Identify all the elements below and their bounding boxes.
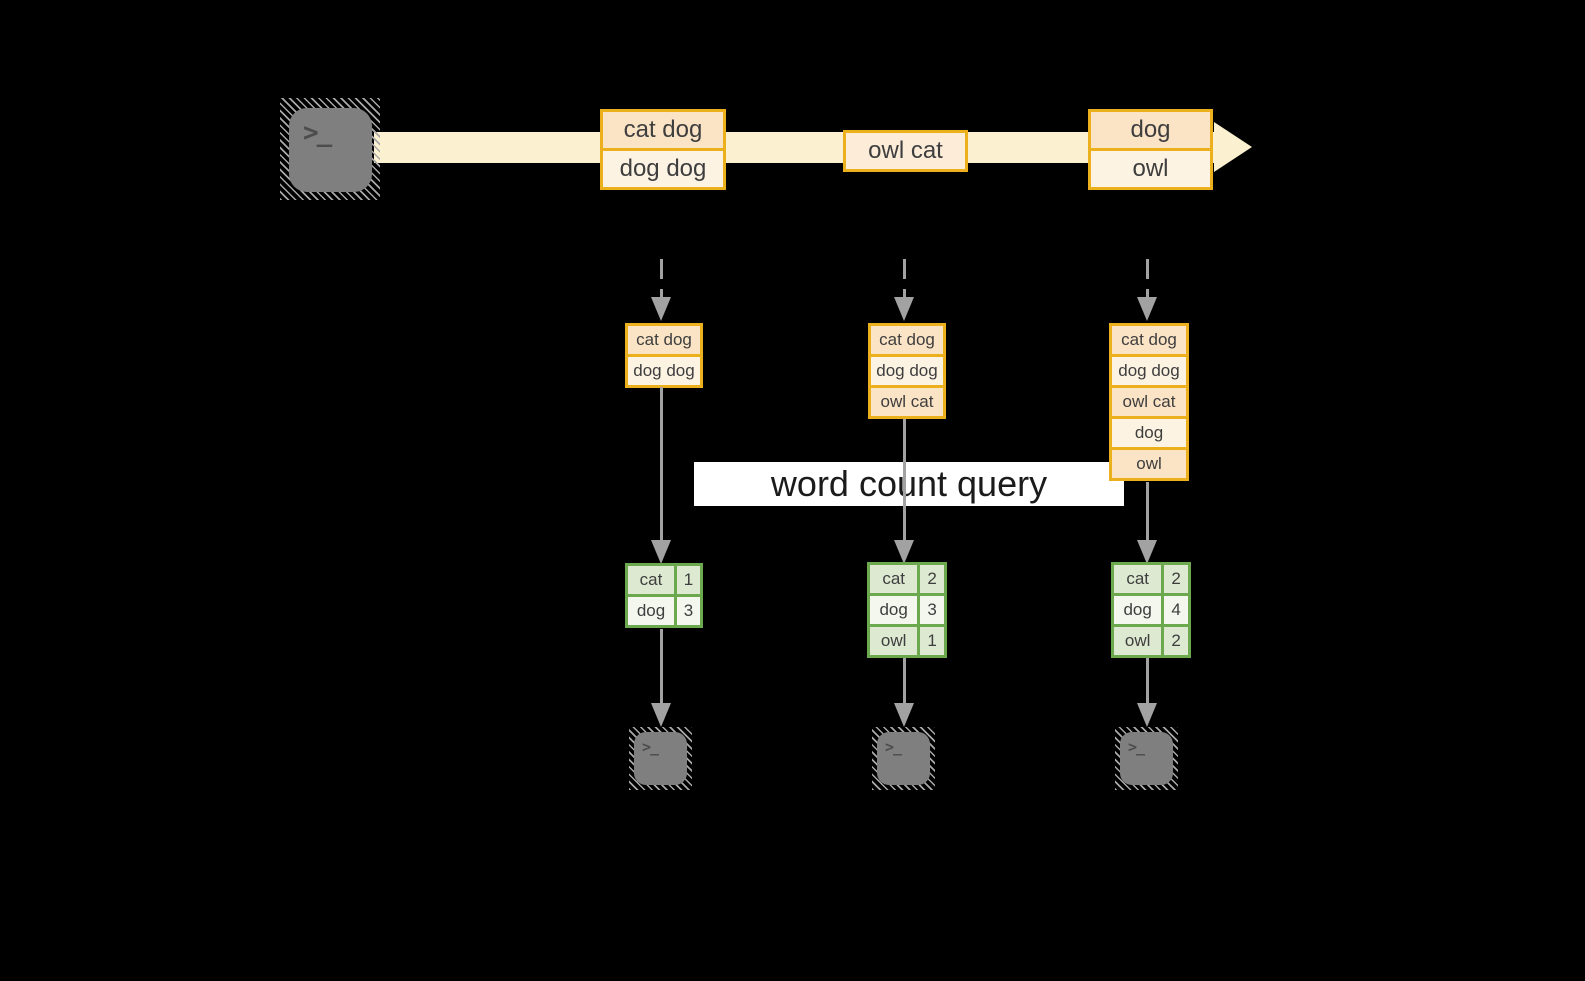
buffer-cell: dog dog <box>628 357 700 385</box>
count-table-3: cat 2 dog 4 owl 2 <box>1111 562 1191 658</box>
ingest-arrow-3 <box>1146 259 1149 297</box>
buffer-cell: cat dog <box>1112 326 1186 354</box>
buffer-stack-1: cat dog dog dog <box>625 323 703 388</box>
terminal-sink-3-icon: >_ <box>1115 727 1178 790</box>
stream-band <box>374 132 1214 163</box>
terminal-prompt-icon: >_ <box>1128 738 1145 756</box>
word-cell: cat <box>1114 565 1162 593</box>
buffer-cell: owl <box>1112 450 1186 478</box>
batch-item: dog <box>1091 112 1210 148</box>
terminal-screen: >_ <box>1120 732 1173 785</box>
buffer-stack-3: cat dog dog dog owl cat dog owl <box>1109 323 1189 481</box>
stream-arrowhead-icon <box>1214 122 1252 172</box>
count-cell: 1 <box>920 627 944 655</box>
word-cell: cat <box>870 565 918 593</box>
query-banner: word count query <box>694 462 1124 506</box>
count-cell: 2 <box>1164 565 1188 593</box>
ingest-arrow-2 <box>903 259 906 297</box>
buffer-cell: cat dog <box>628 326 700 354</box>
count-cell: 4 <box>1164 596 1188 624</box>
terminal-sink-2-icon: >_ <box>872 727 935 790</box>
count-cell: 2 <box>920 565 944 593</box>
batch-item: owl cat <box>846 133 965 169</box>
terminal-sink-1-icon: >_ <box>629 727 692 790</box>
batch-item: dog dog <box>603 151 723 187</box>
process-arrow-3 <box>1146 482 1149 540</box>
ingest-arrowhead-1-icon <box>651 297 671 321</box>
emit-arrowhead-1-icon <box>651 703 671 727</box>
emit-arrow-2 <box>903 658 906 705</box>
batch-box-1: cat dog dog dog <box>600 109 726 190</box>
terminal-prompt-icon: >_ <box>642 738 659 756</box>
word-cell: cat <box>628 566 674 594</box>
terminal-source-icon: >_ <box>280 98 380 200</box>
terminal-prompt-icon: >_ <box>885 738 902 756</box>
buffer-stack-2: cat dog dog dog owl cat <box>868 323 946 419</box>
process-arrowhead-2-icon <box>894 540 914 564</box>
batch-box-3: dog owl <box>1088 109 1213 190</box>
ingest-arrow-1 <box>660 259 663 297</box>
count-cell: 1 <box>677 566 700 594</box>
batch-box-2: owl cat <box>843 130 968 172</box>
count-table-2: cat 2 dog 3 owl 1 <box>867 562 947 658</box>
process-arrow-1 <box>660 387 663 540</box>
buffer-cell: cat dog <box>871 326 943 354</box>
ingest-arrowhead-2-icon <box>894 297 914 321</box>
query-banner-label: word count query <box>770 463 1048 504</box>
terminal-prompt-icon: >_ <box>303 118 332 148</box>
process-arrow-2 <box>903 419 906 540</box>
word-cell: owl <box>1114 627 1162 655</box>
batch-item: cat dog <box>603 112 723 148</box>
count-table-1: cat 1 dog 3 <box>625 563 703 628</box>
buffer-cell: dog <box>1112 419 1186 447</box>
batch-item: owl <box>1091 151 1210 187</box>
count-cell: 3 <box>677 597 700 625</box>
count-cell: 3 <box>920 596 944 624</box>
buffer-cell: owl cat <box>1112 388 1186 416</box>
ingest-arrowhead-3-icon <box>1137 297 1157 321</box>
word-cell: dog <box>870 596 918 624</box>
buffer-cell: owl cat <box>871 388 943 416</box>
terminal-screen: >_ <box>289 108 372 192</box>
emit-arrow-3 <box>1146 658 1149 705</box>
emit-arrow-1 <box>660 629 663 705</box>
buffer-cell: dog dog <box>871 357 943 385</box>
emit-arrowhead-3-icon <box>1137 703 1157 727</box>
word-cell: dog <box>628 597 674 625</box>
terminal-screen: >_ <box>877 732 930 785</box>
count-cell: 2 <box>1164 627 1188 655</box>
process-arrowhead-1-icon <box>651 540 671 564</box>
word-cell: dog <box>1114 596 1162 624</box>
terminal-screen: >_ <box>634 732 687 785</box>
buffer-cell: dog dog <box>1112 357 1186 385</box>
process-arrowhead-3-icon <box>1137 540 1157 564</box>
word-cell: owl <box>870 627 918 655</box>
emit-arrowhead-2-icon <box>894 703 914 727</box>
